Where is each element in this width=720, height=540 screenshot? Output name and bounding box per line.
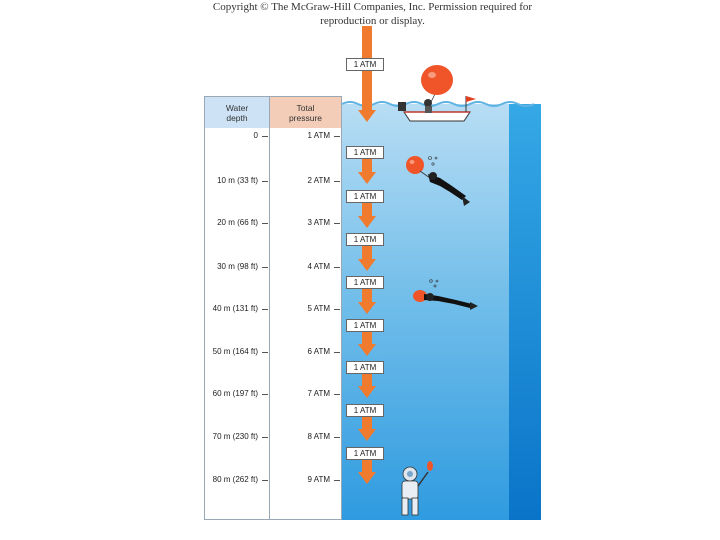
water-increment-label: 1 ATM: [346, 233, 384, 246]
water-increment-label: 1 ATM: [346, 447, 384, 460]
water-increment-label: 1 ATM: [346, 146, 384, 159]
water-increment-label: 1 ATM: [346, 319, 384, 332]
water-increment-label: 1 ATM: [346, 276, 384, 289]
water-increment-label: 1 ATM: [346, 190, 384, 203]
boat-icon: [398, 96, 476, 121]
bubbles-icon: [429, 157, 438, 166]
air-pressure-label: 1 ATM: [346, 58, 384, 71]
scuba-diver-icon: [413, 290, 478, 310]
air-pressure-arrow: [358, 26, 376, 122]
water-increment-label: 1 ATM: [346, 404, 384, 417]
balloon-icon: [421, 65, 453, 104]
bubbles-icon: [430, 280, 438, 287]
deep-sea-diver-icon: [402, 461, 433, 515]
scuba-diver-icon: [406, 156, 470, 206]
water-increment-label: 1 ATM: [346, 361, 384, 374]
